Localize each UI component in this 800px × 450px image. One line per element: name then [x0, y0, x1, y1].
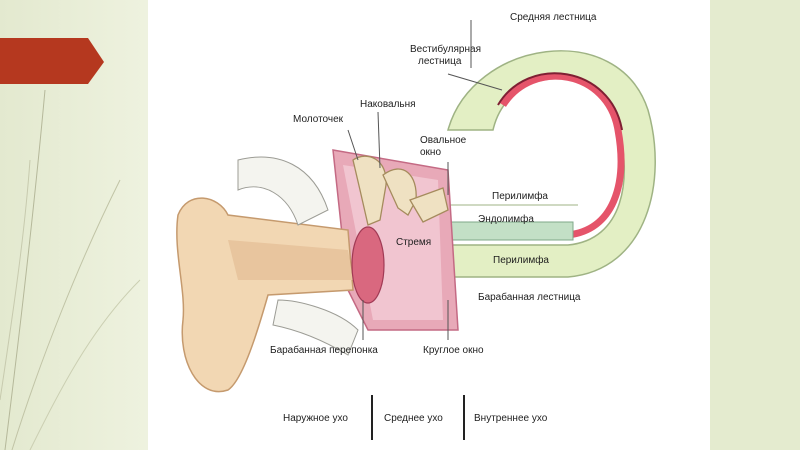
slide-content: Средняя лестница Вестибулярная лестница … [148, 0, 710, 450]
decorative-lines [0, 38, 141, 450]
accent-arrow-shape [0, 38, 104, 84]
ear-anatomy-diagram: Средняя лестница Вестибулярная лестница … [176, 12, 656, 440]
leader-lines [347, 20, 503, 340]
section-inner-ear: Внутреннее ухо [474, 413, 548, 424]
label-vestibular-scala-2: лестница [418, 56, 462, 67]
label-vestibular-scala-1: Вестибулярная [410, 43, 481, 55]
ossicles [351, 155, 449, 304]
cochlea [447, 50, 656, 278]
label-perilymph-top: Перилимфа [492, 190, 548, 202]
hammer-bone [352, 155, 387, 226]
label-anvil: Наковальня [360, 99, 416, 110]
label-round-window: Круглое окно [423, 345, 484, 356]
label-oval-window-1: Овальное [420, 135, 467, 146]
right-panel-background [710, 0, 800, 450]
anvil-bone [382, 168, 417, 216]
label-middle-scala: Средняя лестница [510, 12, 597, 23]
label-endolymph: Эндолимфа [478, 213, 534, 225]
stirrup-bone [409, 187, 449, 223]
outer-ear [176, 156, 359, 393]
section-separators [371, 395, 465, 440]
section-outer-ear: Наружное ухо [283, 413, 348, 424]
label-perilymph-bottom: Перилимфа [493, 254, 549, 266]
label-oval-window-2: окно [420, 147, 441, 158]
label-hammer: Молоточек [293, 114, 344, 125]
label-tympanic-scala: Барабанная лестница [478, 291, 581, 303]
section-middle-ear: Среднее ухо [384, 413, 443, 424]
label-stirrup: Стремя [396, 237, 431, 248]
eardrum-membrane [351, 226, 385, 304]
label-eardrum: Барабанная перепонка [270, 344, 378, 356]
